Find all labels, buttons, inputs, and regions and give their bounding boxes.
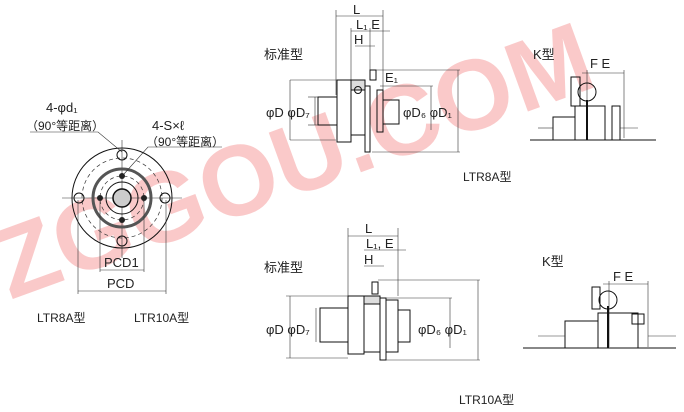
pcd1-label: PCD1 [104, 255, 139, 270]
view-title: 标准型 [264, 260, 303, 275]
ltr8a-standard-view: 标准型 L L₁ E H E₁ φD φD₇ φD₆ φD₁ LTR8A型 [264, 2, 511, 184]
hole-note: （90°等距离） [26, 118, 104, 133]
dim-D-D7: φD φD₇ [266, 322, 310, 337]
dim-E1: E₁ [385, 70, 399, 85]
pcd-label: PCD [107, 276, 134, 291]
model-label: LTR8A型 [463, 170, 511, 184]
view-title: 标准型 [264, 47, 303, 62]
dim-D6-D1: φD₆ φD₁ [418, 322, 467, 337]
dim-D6-D1: φD₆ φD₁ [403, 105, 452, 120]
svg-text:ZGGOU.COM: ZGGOU.COM [0, 1, 607, 321]
ltr10a-k-view: K型 F E [523, 254, 676, 349]
hole-label: 4-φd₁ [46, 100, 78, 115]
watermark: ZGGOU.COM [0, 1, 607, 321]
view-title: K型 [533, 47, 555, 62]
model-label: LTR10A型 [459, 393, 514, 407]
model-ltr8a-label: LTR8A型 [37, 311, 85, 325]
dim-L1-E: L₁ E [356, 17, 380, 32]
dim-D-D7: φD φD₇ [266, 105, 310, 120]
dim-L: L [353, 2, 360, 17]
tap-label: 4-S×ℓ [152, 118, 185, 133]
ltr8a-k-view: K型 F E [530, 47, 656, 141]
ltr10a-standard-view: 标准型 L L₁, E H φD φD₇ φD₆ φD₁ LTR10A型 [264, 221, 514, 407]
view-title: K型 [542, 254, 564, 269]
dim-H: H [354, 32, 363, 47]
tap-note: （90°等距离） [146, 134, 224, 149]
dim-L: L [365, 221, 372, 236]
dim-L1-E: L₁, E [366, 236, 394, 251]
dim-F-E: F E [590, 56, 611, 71]
front-view: 4-φd₁ （90°等距离） 4-S×ℓ （90°等距离） PCD1 PCD L… [26, 100, 224, 325]
model-ltr10a-label: LTR10A型 [134, 311, 189, 325]
dim-F-E: F E [613, 269, 634, 284]
dim-H: H [364, 252, 373, 267]
